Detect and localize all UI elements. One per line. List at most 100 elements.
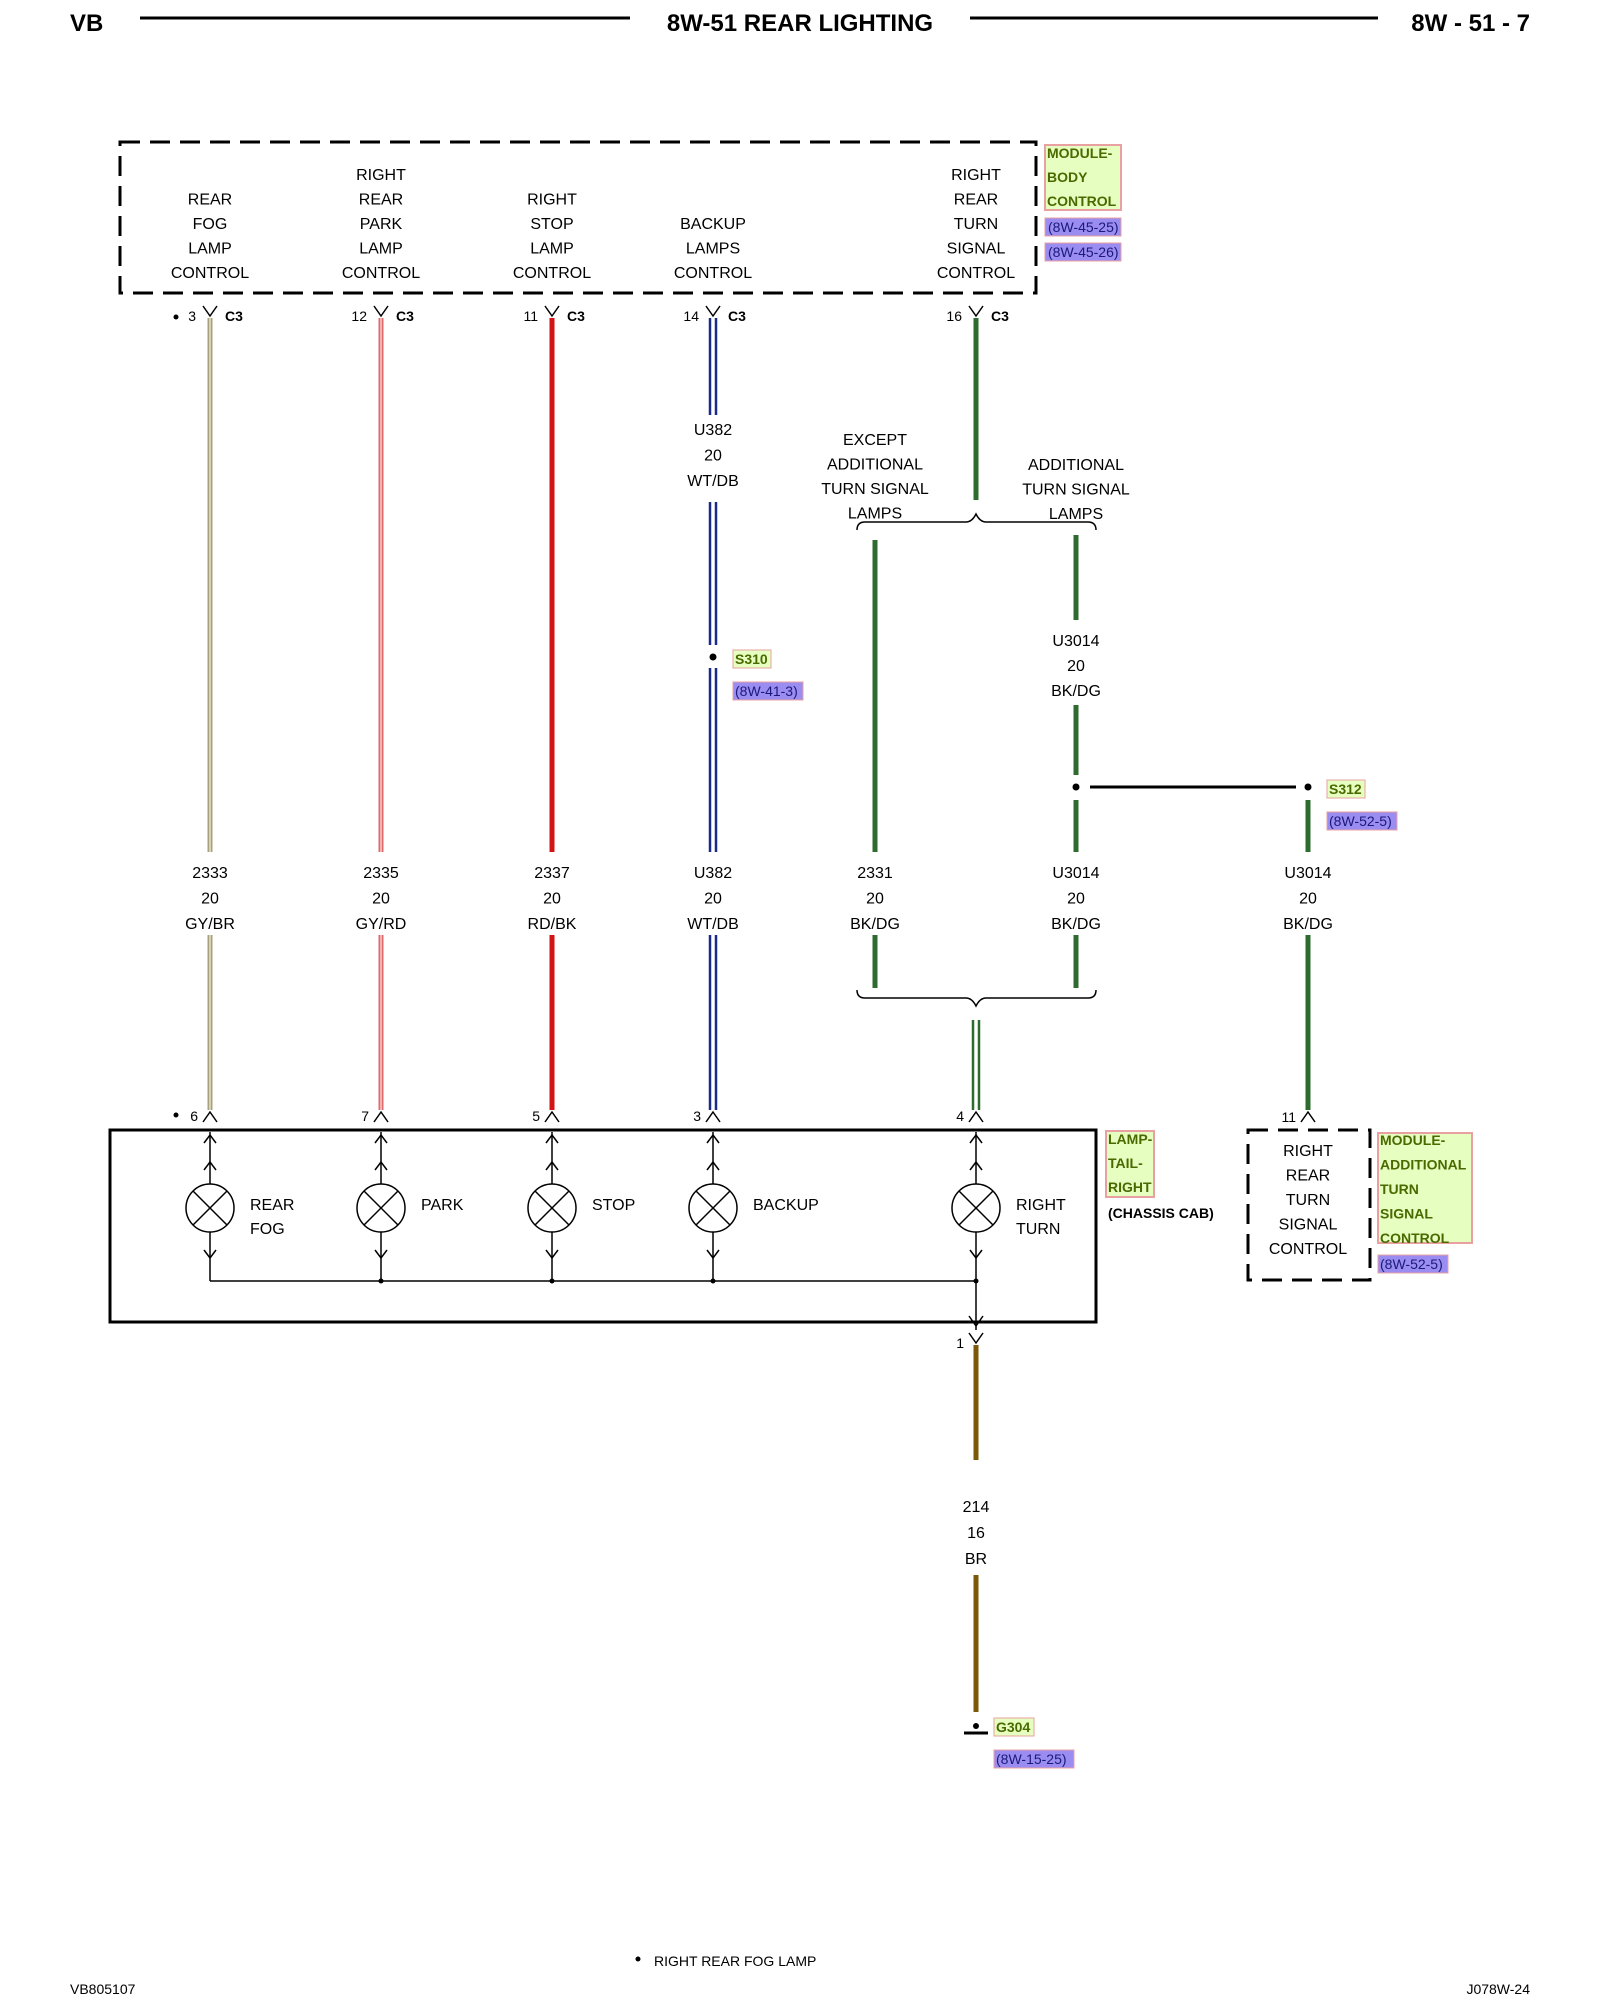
addl-line-3: SIGNAL [1279,1217,1338,1234]
bcm-ref-1: (8W-45-26) [1048,244,1119,260]
lamp-name-2: RIGHT [1108,1179,1152,1195]
bcm-output-3-line-1: LAMPS [686,241,740,258]
wire-lower-4-0: 2331 [857,865,893,882]
lamp-return-arrow-0 [203,1249,217,1260]
u382-upper-2: WT/DB [687,473,739,490]
splice-s312-dot-right [1304,783,1312,791]
lamp-pin-terminal-2 [544,1110,560,1123]
lamp-name-0: LAMP- [1108,1131,1153,1147]
lamp-pin-1: 7 [361,1108,369,1124]
bcm-name-0: MODULE- [1047,145,1113,161]
bcm-ref-badge-1[interactable] [1044,242,1122,262]
bcm-conn-1: C3 [396,308,414,324]
bcm-output-0-line-2: LAMP [188,241,232,258]
wire-lower-4-2: BK/DG [850,916,900,933]
lamp-bulb-x2-2 [534,1190,570,1226]
lamp-arrow-1 [374,1133,388,1144]
ground-name: G304 [996,1719,1030,1735]
lamp-bulb-x2-0 [192,1190,228,1226]
bcm-pin-4: 16 [946,308,962,324]
ground-wire-0: 214 [963,1499,990,1516]
bcm-ref-badge-0[interactable] [1044,217,1122,237]
bcm-output-1-line-3: LAMP [359,241,403,258]
bcm-pin-1: 12 [351,308,367,324]
addl-ref-badge[interactable] [1377,1254,1449,1274]
branch-brace-bottom [856,989,1097,1008]
footnote: RIGHT REAR FOG LAMP [654,1953,816,1969]
splice-s310-tag[interactable] [732,649,772,669]
addl-pin: 11 [1281,1109,1296,1125]
bcm-output-3-line-0: BACKUP [680,216,746,233]
branch-except-1: ADDITIONAL [827,457,923,474]
lamp-arrow-0 [203,1133,217,1144]
lamp-pin-terminal-3 [705,1110,721,1123]
addl-line-1: REAR [1286,1168,1330,1185]
wire-labels-lower: 233320GY/BR233520GY/RD233720RD/BKU38220W… [185,865,1333,933]
lamp-pin-3: 3 [693,1108,701,1124]
lamp-label-3-0: BACKUP [753,1197,819,1214]
bcm-ref-0: (8W-45-25) [1048,219,1119,235]
ground-ref: (8W-15-25) [996,1751,1067,1767]
lamp-pin-terminal-4 [968,1110,984,1123]
splice-s312-ref-badge[interactable] [1326,811,1398,831]
header-left: VB [70,10,103,37]
bcm-output-0-line-3: CONTROL [171,265,249,282]
lamp-bulb-x2-4 [958,1190,994,1226]
ground-pin-terminal [968,1332,984,1345]
wire-lower-4-1: 20 [866,891,884,908]
addl-name-2: TURN [1380,1181,1419,1197]
lamp-arrow2-3 [706,1160,720,1171]
bcm-output-1-line-1: REAR [359,192,403,209]
ground-pin: 1 [956,1335,964,1351]
bcm-terminal-0 [202,305,218,318]
lamp-arrow-4 [969,1133,983,1144]
bcm-terminal-2 [544,305,560,318]
u3014-upper-1: 20 [1067,658,1085,675]
lamp-label-4-0: RIGHT [1016,1197,1066,1214]
bcm-name-2: CONTROL [1047,193,1117,209]
ground-ref-badge[interactable] [993,1749,1075,1769]
addl-line-4: CONTROL [1269,1241,1347,1258]
bcm-conn-4: C3 [991,308,1009,324]
lamp-pin-terminal-0 [202,1110,218,1123]
lamp-return-arrow-3 [706,1249,720,1260]
branch-brace-top [856,512,1097,531]
bcm-output-1-line-0: RIGHT [356,167,406,184]
splice-s310-ref-badge[interactable] [732,681,804,701]
addl-name-1: ADDITIONAL [1380,1157,1467,1173]
addl-line-2: TURN [1286,1192,1330,1209]
bcm-output-2-line-3: CONTROL [513,265,591,282]
lamp-pin-terminal-1 [373,1110,389,1123]
wire-lower-0-0: 2333 [192,865,228,882]
bcm-name-1: BODY [1047,169,1088,185]
lamp-arrow2-4 [969,1160,983,1171]
lamp-pin-2: 5 [532,1108,540,1124]
wires [207,318,1311,1712]
ground-wire-1: 16 [967,1525,985,1542]
lamp-label-0-0: REAR [250,1197,294,1214]
lamp-bulb-x2-1 [363,1190,399,1226]
lamp-tail-right-tag[interactable] [1105,1130,1155,1198]
bcm-output-4-line-0: RIGHT [951,167,1001,184]
wire-lower-0-2: GY/BR [185,916,235,933]
fog-footnote-dot-bottom [173,1112,179,1118]
lamp-label-1-0: PARK [421,1197,464,1214]
module-additional-turn-signal-tag[interactable] [1377,1132,1473,1244]
ground-dot [973,1723,979,1729]
wire-lower-6-2: BK/DG [1283,916,1333,933]
lamp-label-2-0: STOP [592,1197,635,1214]
page-title: 8W-51 REAR LIGHTING [667,10,933,37]
ground-g304-tag[interactable] [993,1717,1035,1737]
bcm-output-2-line-2: LAMP [530,241,574,258]
lamp-name-1: TAIL- [1108,1155,1143,1171]
body-control-module-box [118,140,1038,295]
splice-s312-tag[interactable] [1326,779,1366,799]
addl-line-0: RIGHT [1283,1143,1333,1160]
module-body-control-tag[interactable] [1044,144,1122,211]
